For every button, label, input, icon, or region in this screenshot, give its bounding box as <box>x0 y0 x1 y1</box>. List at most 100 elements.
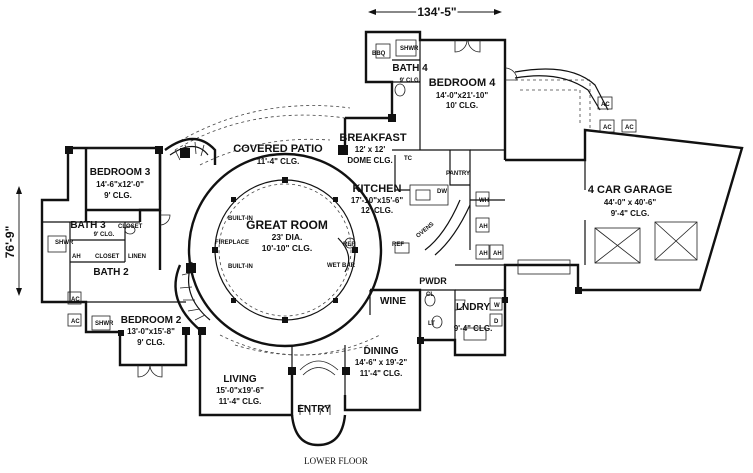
pwdr-name: PWDR <box>419 276 447 286</box>
room-bath-4: BATH 4 9' CLG. <box>392 63 428 84</box>
width-label: 134'-5" <box>417 5 456 19</box>
kitchen-clg: 12' CLG. <box>361 206 393 215</box>
room-bedroom-2: BEDROOM 2 13'-0"x15'-8" 9' CLG. <box>121 315 182 347</box>
wh-label: WH <box>479 198 489 204</box>
garage-name: 4 CAR GARAGE <box>588 184 672 196</box>
room-bedroom-3: BEDROOM 3 14'-6"x12'-0" 9' CLG. <box>90 167 151 200</box>
bath-fixtures <box>47 39 487 341</box>
garage-clg: 9'-4" CLG. <box>611 209 650 218</box>
great-room-name: GREAT ROOM <box>246 218 328 232</box>
garage-doors <box>517 221 698 275</box>
room-pwdr: PWDR <box>419 276 447 286</box>
bath4-clg: 9' CLG. <box>400 78 421 84</box>
bedroom3-clg: 9' CLG. <box>104 191 132 200</box>
stair-top <box>164 137 217 165</box>
ref-kitchen-label: REF <box>392 242 404 248</box>
built-in-top-label: BUILT-IN <box>228 216 253 222</box>
depth-dimension: 76'-9" <box>1 186 22 296</box>
ac-label-2: AC <box>603 125 612 131</box>
bedroom4-name: BEDROOM 4 <box>429 77 497 89</box>
dining-size: 14'-6" x 19'-2" <box>355 358 408 367</box>
wine-name: WINE <box>380 296 406 307</box>
garage-size: 44'-0" x 40'-6" <box>604 198 657 207</box>
living-name: LIVING <box>223 374 257 385</box>
pantry-label: PANTRY <box>446 171 470 177</box>
great-room-rotunda <box>187 152 383 348</box>
dining-name: DINING <box>364 346 399 357</box>
bath3-shwr-label: SHWR <box>55 240 74 246</box>
ac-label-1: AC <box>601 102 610 108</box>
fireplace-label: FIREPLACE <box>215 240 249 246</box>
great-room-size: 23' DIA. <box>272 232 303 242</box>
room-breakfast: BREAKFAST 12' x 12' DOME CLG. <box>339 132 407 165</box>
ah-label-1: AH <box>479 224 488 230</box>
cl-label: CL <box>426 292 434 298</box>
closet-bath2-label: CLOSET <box>95 254 120 260</box>
fixture-labels: BBQ SHWR PANTRY TC DW OVENS REF REF WET … <box>55 46 634 327</box>
rotunda-columns <box>212 177 358 323</box>
dw-label: DW <box>437 189 447 195</box>
room-garage: 4 CAR GARAGE 44'-0" x 40'-6" 9'-4" CLG. <box>588 184 672 218</box>
laundry-clg: 9'-4" CLG. <box>454 324 493 333</box>
room-covered-patio: COVERED PATIO 11'-4" CLG. <box>233 143 323 166</box>
closet-bath3-label: CLOSET <box>118 224 143 230</box>
exterior-walls <box>40 30 744 447</box>
bath2-shwr-label: SHWR <box>95 321 114 327</box>
bath4-shwr-label: SHWR <box>400 46 419 52</box>
doors <box>137 39 518 416</box>
built-in-bottom-label: BUILT-IN <box>228 264 253 270</box>
breakfast-clg: DOME CLG. <box>347 156 392 165</box>
room-entry: ENTRY <box>297 404 331 415</box>
linen-label: LINEN <box>128 254 146 260</box>
wet-bar-label: WET BAR <box>327 263 356 269</box>
width-dimension: 134'-5" <box>368 3 502 21</box>
kitchen-name: KITCHEN <box>353 183 402 195</box>
kitchen-size: 17'-10"x15'-6" <box>351 196 404 205</box>
entry-name: ENTRY <box>297 404 331 415</box>
room-wine: WINE <box>380 296 406 307</box>
bbq-label: BBQ <box>372 51 386 57</box>
ac-label-5: AC <box>71 319 80 325</box>
room-great-room: GREAT ROOM 23' DIA. 10'-10" CLG. <box>246 218 328 253</box>
breakfast-size: 12' x 12' <box>355 145 386 154</box>
washer-label: W <box>494 303 500 309</box>
laundry-name: LNDRY <box>456 302 490 313</box>
stair-left <box>174 261 211 331</box>
columns <box>65 114 582 375</box>
dryer-label: D <box>494 319 499 325</box>
bath3-clg: 9' CLG. <box>94 232 115 238</box>
bath2-name: BATH 2 <box>93 267 129 278</box>
great-room-clg: 10'-10" CLG. <box>262 243 312 253</box>
windows <box>88 147 339 376</box>
dining-clg: 11'-4" CLG. <box>360 369 403 378</box>
covered-patio-name: COVERED PATIO <box>233 143 323 155</box>
lt-label: LT <box>428 321 435 327</box>
driveway-curve <box>514 68 609 111</box>
bath4-name: BATH 4 <box>392 63 428 74</box>
floor-caption: LOWER FLOOR <box>304 456 368 466</box>
ovens-label: OVENS <box>415 221 435 239</box>
living-size: 15'-0"x19'-6" <box>216 386 264 395</box>
room-bath-2: BATH 2 <box>93 267 129 278</box>
bath3-name: BATH 3 <box>70 220 106 231</box>
depth-label: 76'-9" <box>3 226 17 259</box>
ah-label-2: AH <box>479 251 488 257</box>
bedroom3-size: 14'-6"x12'-0" <box>96 180 144 189</box>
breakfast-name: BREAKFAST <box>339 132 407 144</box>
room-laundry: LNDRY 9'-4" CLG. <box>454 302 493 333</box>
room-dining: DINING 14'-6" x 19'-2" 11'-4" CLG. <box>355 346 408 378</box>
ref-wetbar-label: REF <box>343 242 355 248</box>
bedroom4-size: 14'-0"x21'-10" <box>436 91 489 100</box>
ah-label-4: AH <box>72 254 81 260</box>
room-bedroom-4: BEDROOM 4 14'-0"x21'-10" 10' CLG. <box>429 77 497 110</box>
ac-label-4: AC <box>71 297 80 303</box>
interior-walls <box>42 40 505 395</box>
ac-label-3: AC <box>625 125 634 131</box>
bedroom2-size: 13'-0"x15'-8" <box>127 327 175 336</box>
bedroom2-name: BEDROOM 2 <box>121 315 182 326</box>
room-living: LIVING 15'-0"x19'-6" 11'-4" CLG. <box>216 374 264 406</box>
room-bath-3: BATH 3 9' CLG. <box>70 220 114 238</box>
tc-label: TC <box>404 156 413 162</box>
bedroom3-name: BEDROOM 3 <box>90 167 151 178</box>
